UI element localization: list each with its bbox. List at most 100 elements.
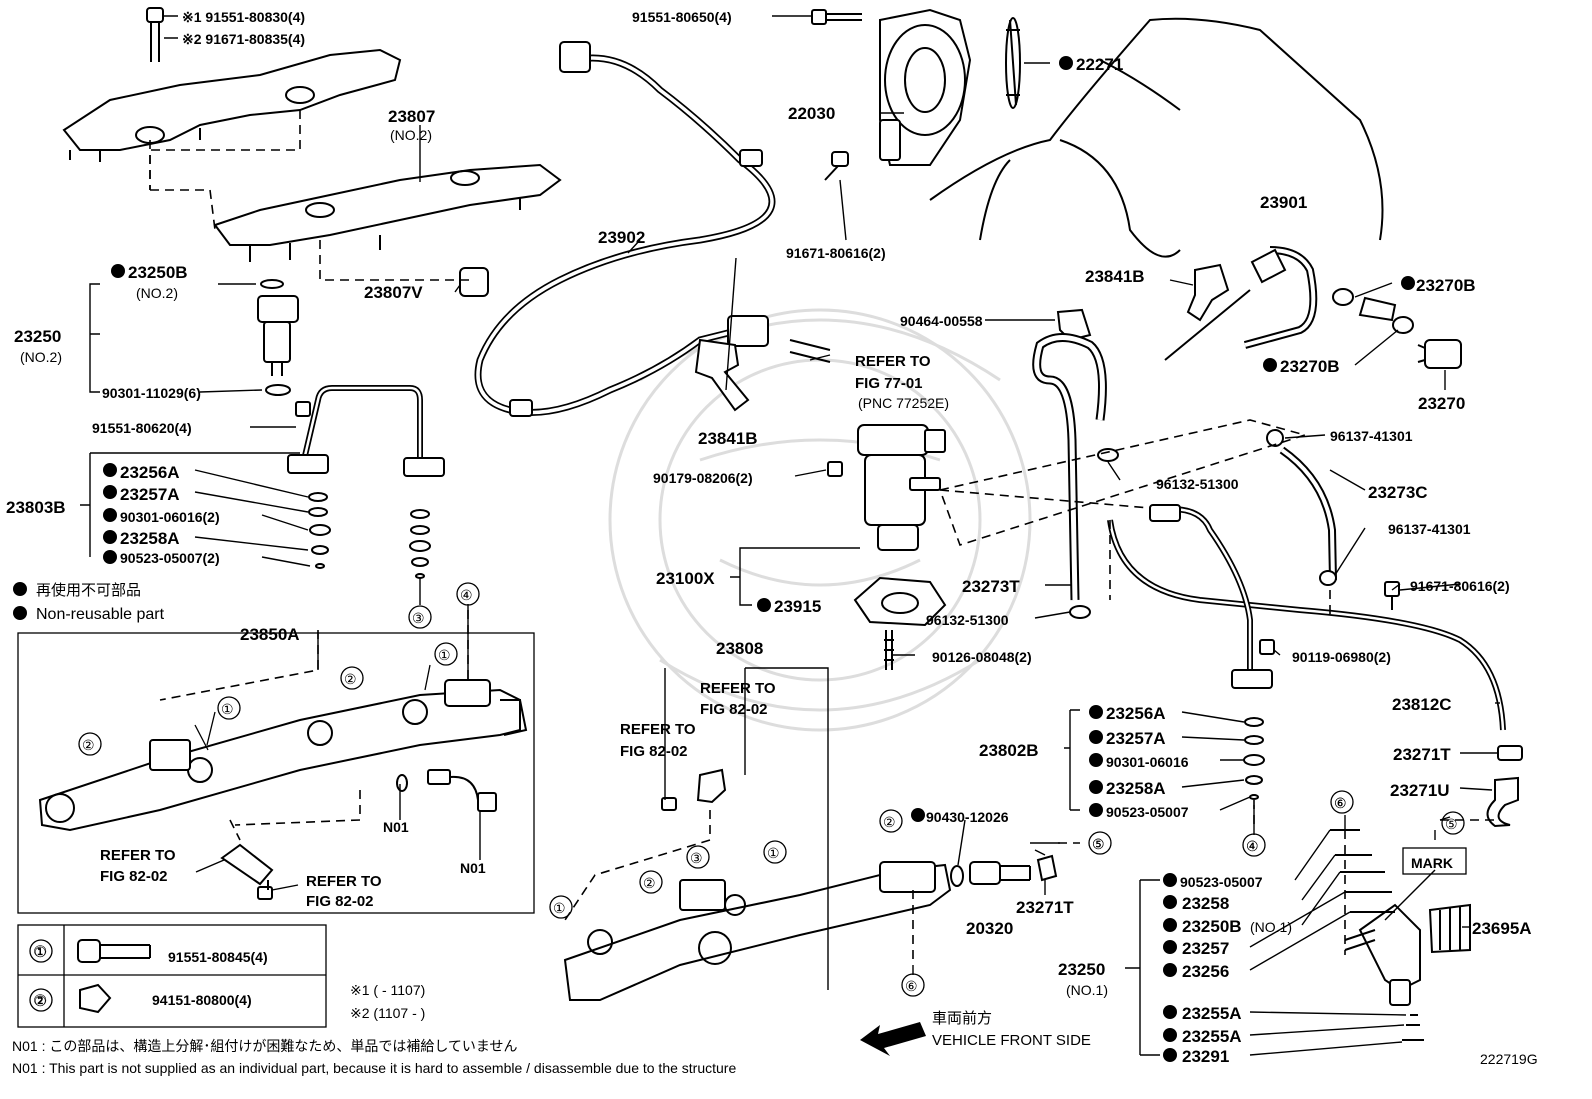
callout-label: 23270B [1416, 276, 1476, 295]
callout-label: ② [82, 737, 95, 753]
callout-label: ⑤ [1092, 836, 1105, 852]
watermark-emblem [608, 308, 1032, 732]
callout-label: REFER TO [100, 847, 176, 864]
callout-label: 90523-05007 [1180, 874, 1263, 890]
callout-label: 90179-08206(2) [653, 470, 753, 486]
callout-label: 90523-05007 [1106, 804, 1189, 820]
callout-label: 23850A [240, 625, 300, 644]
callout-label: REFER TO [620, 721, 696, 738]
callout-label: 23901 [1260, 193, 1307, 212]
callout-label: ① [553, 900, 566, 916]
callout-label: ③ [690, 850, 703, 866]
callout-label: ② [34, 993, 47, 1009]
callout-label: 23807V [364, 283, 423, 302]
callout-label: 23258A [120, 529, 180, 548]
callout-label: 90430-12026 [926, 809, 1009, 825]
callout-label: ⑥ [1334, 795, 1347, 811]
callout-label: ② [344, 671, 357, 687]
callout-label: ④ [1246, 838, 1259, 854]
callout-label: 23250 [14, 327, 61, 346]
callout-label: N01 [383, 819, 409, 835]
callout-label: REFER TO [306, 873, 382, 890]
callout-labels: ※1 91551-80830(4)※2 91671-80835(4)91551-… [6, 9, 1532, 1066]
index-circles [29, 582, 1465, 1012]
callout-label: 23270B [1280, 357, 1340, 376]
callout-label: ① [34, 944, 47, 960]
callout-label: (NO.2) [20, 349, 62, 365]
callout-label: ② [643, 875, 656, 891]
symbol-legend-box [17, 924, 327, 1028]
callout-label: REFER TO [855, 353, 931, 370]
callout-label: 23271T [1016, 898, 1074, 917]
callout-label: 23250 [1058, 960, 1105, 979]
callout-label: 23256 [1182, 962, 1229, 981]
callout-label: 23841B [698, 429, 758, 448]
non-reusable-dots [13, 56, 1415, 1062]
callout-label: 91551-80620(4) [92, 420, 192, 436]
callout-label: 90119-06980(2) [1292, 649, 1391, 665]
callout-label: 23902 [598, 228, 645, 247]
callout-label: 23812C [1392, 695, 1452, 714]
leader-lines [80, 15, 1500, 1056]
callout-label: 23803B [6, 498, 66, 517]
callout-label: 22271 [1076, 55, 1123, 74]
callout-label: 23256A [1106, 704, 1166, 723]
callout-label: 91671-80616(2) [1410, 578, 1510, 594]
callout-label: FIG 77-01 [855, 375, 923, 392]
callout-label: 23257 [1182, 939, 1229, 958]
callout-label: ⑥ [1334, 795, 1347, 811]
assembly-box-23850A [17, 632, 535, 914]
callout-label: 23256A [120, 463, 180, 482]
callout-label: 90301-11029(6) [102, 385, 201, 401]
callout-label: 20320 [966, 919, 1013, 938]
callout-label: 96137-41301 [1388, 521, 1471, 537]
callout-label: (PNC 77252E) [858, 395, 949, 411]
callout-label: 23257A [120, 485, 180, 504]
callout-label: 91671-80616(2) [786, 245, 886, 261]
callout-label: ⑤ [1092, 836, 1105, 852]
callout-label: 23802B [979, 741, 1039, 760]
callout-label: 96137-41301 [1330, 428, 1413, 444]
callout-label: FIG 82-02 [700, 701, 768, 718]
callout-label: 23258 [1182, 894, 1229, 913]
callout-label: 96132-51300 [926, 612, 1009, 628]
part-drawings [38, 7, 1523, 1056]
callout-label: 23257A [1106, 729, 1166, 748]
callout-label: 91551-80650(4) [632, 9, 732, 25]
callout-label: (NO.2) [390, 127, 432, 143]
callout-label: (NO.2) [136, 285, 178, 301]
callout-label: 90301-06016 [1106, 754, 1189, 770]
callout-label: ※2 91671-80835(4) [182, 31, 305, 47]
callout-label: 23695A [1472, 919, 1532, 938]
callout-label: 23291 [1182, 1047, 1229, 1066]
callout-label: MARK [1411, 855, 1453, 871]
callout-label: ② [883, 814, 896, 830]
callout-label: 23270 [1418, 394, 1465, 413]
callout-label: (NO.1) [1250, 919, 1292, 935]
callout-label: 23915 [774, 597, 821, 616]
callout-label: ① [221, 701, 234, 717]
callout-label: 90464-00558 [900, 313, 983, 329]
callout-label: 23250B [128, 263, 188, 282]
callout-label: ① [767, 845, 780, 861]
callout-label: 22030 [788, 104, 835, 123]
callout-label: FIG 82-02 [306, 893, 374, 910]
callout-label: 23250B [1182, 917, 1242, 936]
callout-label: 23258A [1106, 779, 1166, 798]
callout-label: 23841B [1085, 267, 1145, 286]
callout-label: 23271T [1393, 745, 1451, 764]
callout-label: ④ [460, 587, 473, 603]
callout-label: ④ [1246, 838, 1259, 854]
callout-label: 90523-05007(2) [120, 550, 220, 566]
callout-label: (NO.1) [1066, 982, 1108, 998]
callout-label: REFER TO [700, 680, 776, 697]
callout-label: ③ [412, 610, 425, 626]
callout-label: 96132-51300 [1156, 476, 1239, 492]
dashed-assembly-lines [149, 110, 1500, 960]
callout-label: ① [438, 647, 451, 663]
callout-label: 23255A [1182, 1027, 1242, 1046]
mark-label-box [1402, 847, 1467, 875]
callout-label: 23808 [716, 639, 763, 658]
